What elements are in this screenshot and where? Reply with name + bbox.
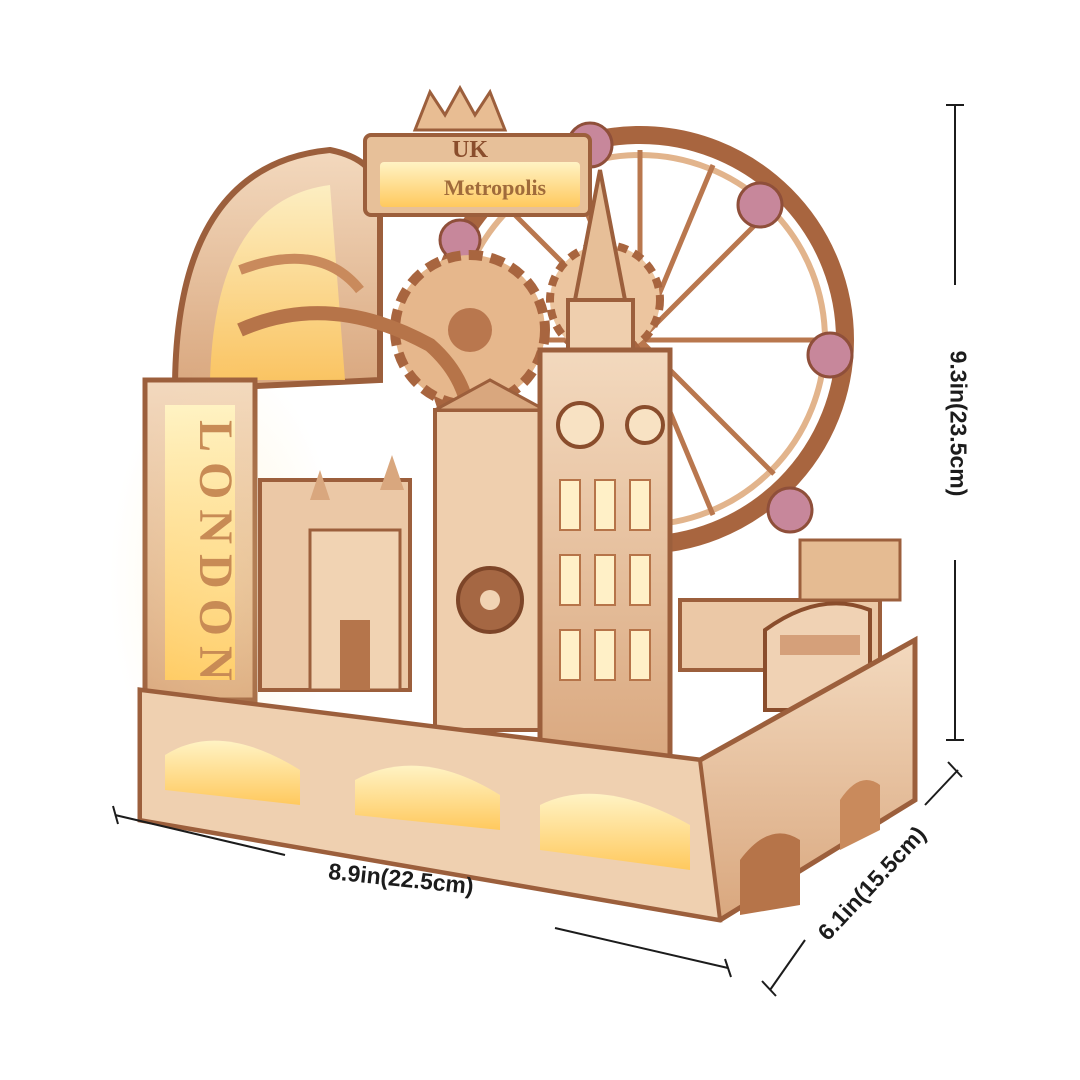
- metropolis-sign: [363, 84, 592, 217]
- city-buildings: [258, 378, 547, 732]
- marble-run-arch: [171, 146, 477, 431]
- sign-top-text: UK: [452, 137, 488, 163]
- width-line-right: [554, 927, 729, 969]
- clock-tower: [537, 169, 673, 773]
- london-sign-text: LONDON: [189, 420, 242, 691]
- base: [137, 635, 918, 923]
- height-dimension-label: 9.3in(23.5cm): [945, 350, 972, 497]
- depth-line-bottom: [769, 939, 806, 991]
- depth-line-top: [924, 769, 959, 806]
- sign-sub-text: Metropolis: [444, 175, 547, 200]
- width-line-left: [114, 814, 286, 856]
- dimension-lines: [112, 104, 964, 997]
